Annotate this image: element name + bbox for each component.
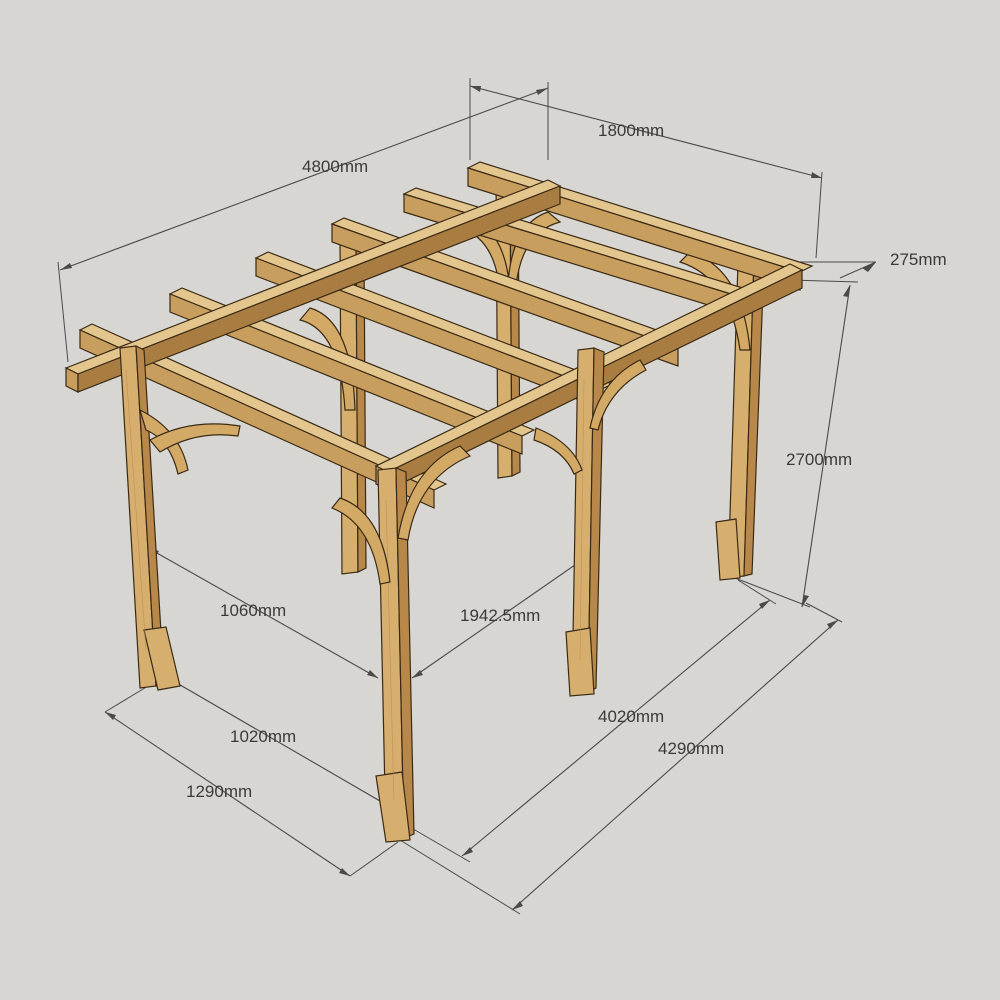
rafter-5 <box>168 287 536 455</box>
beam-left <box>64 179 562 393</box>
brace <box>331 497 391 585</box>
post-front-left <box>119 344 181 691</box>
label-overall-length: 4800mm <box>302 157 368 176</box>
rafter-6 <box>78 323 448 509</box>
label-post-length-outer: 4290mm <box>658 739 724 758</box>
pergola-structure <box>64 161 814 843</box>
brace <box>397 445 472 541</box>
label-post-depth-outer: 1290mm <box>186 782 252 801</box>
label-inner-span-right: 1942.5mm <box>460 606 540 625</box>
post-back-right <box>715 259 765 581</box>
dimension-labels: 4800mm 1800mm 275mm 2700mm 1060mm 1942.5… <box>186 121 947 801</box>
label-post-depth-inner: 1020mm <box>230 727 296 746</box>
brace <box>149 423 241 453</box>
label-height: 2700mm <box>786 450 852 469</box>
brace <box>533 427 583 475</box>
label-inner-span-left: 1060mm <box>220 601 286 620</box>
brace <box>589 359 647 431</box>
post-front-middle <box>565 347 605 697</box>
dimension-lines <box>57 78 877 915</box>
label-rafter-spacing: 1800mm <box>598 121 664 140</box>
label-overhang: 275mm <box>890 250 947 269</box>
label-post-length-inner: 4020mm <box>598 707 664 726</box>
